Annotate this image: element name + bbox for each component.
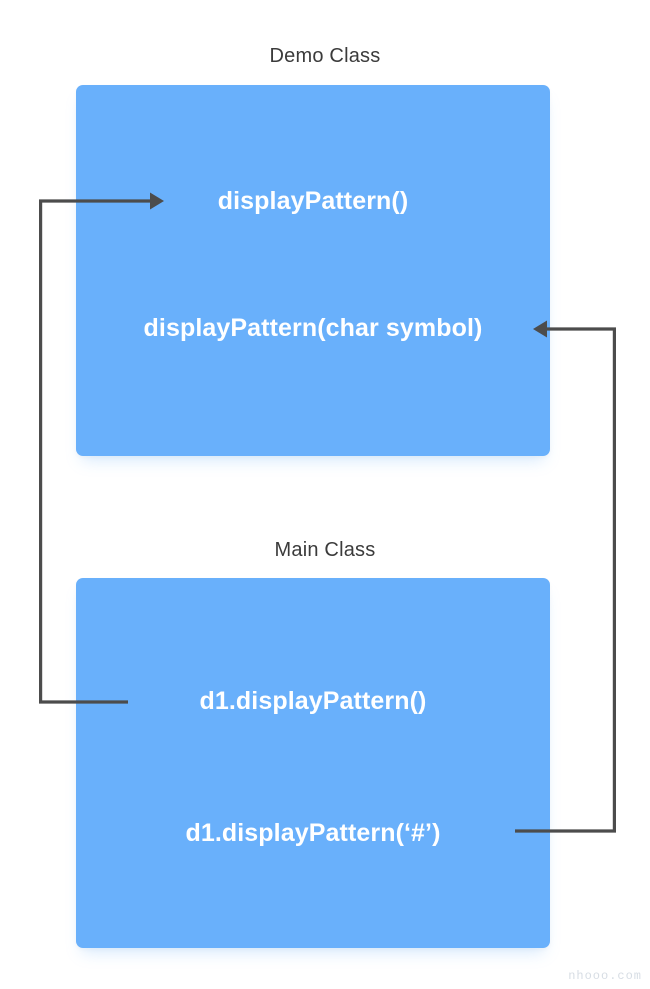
main-class-box: d1.displayPattern() d1.displayPattern(‘#… <box>76 578 550 948</box>
method-display-pattern-char-symbol: displayPattern(char symbol) <box>143 314 483 342</box>
main-class-title: Main Class <box>274 539 376 561</box>
method-display-pattern-no-arg: displayPattern() <box>217 187 409 215</box>
demo-class-box: displayPattern() displayPattern(char sym… <box>76 85 550 456</box>
call-display-pattern-no-arg: d1.displayPattern() <box>199 687 427 715</box>
call-display-pattern-char-arg: d1.displayPattern(‘#’) <box>185 819 441 847</box>
watermark: nhooo.com <box>568 969 642 983</box>
demo-class-title: Demo Class <box>269 45 381 67</box>
